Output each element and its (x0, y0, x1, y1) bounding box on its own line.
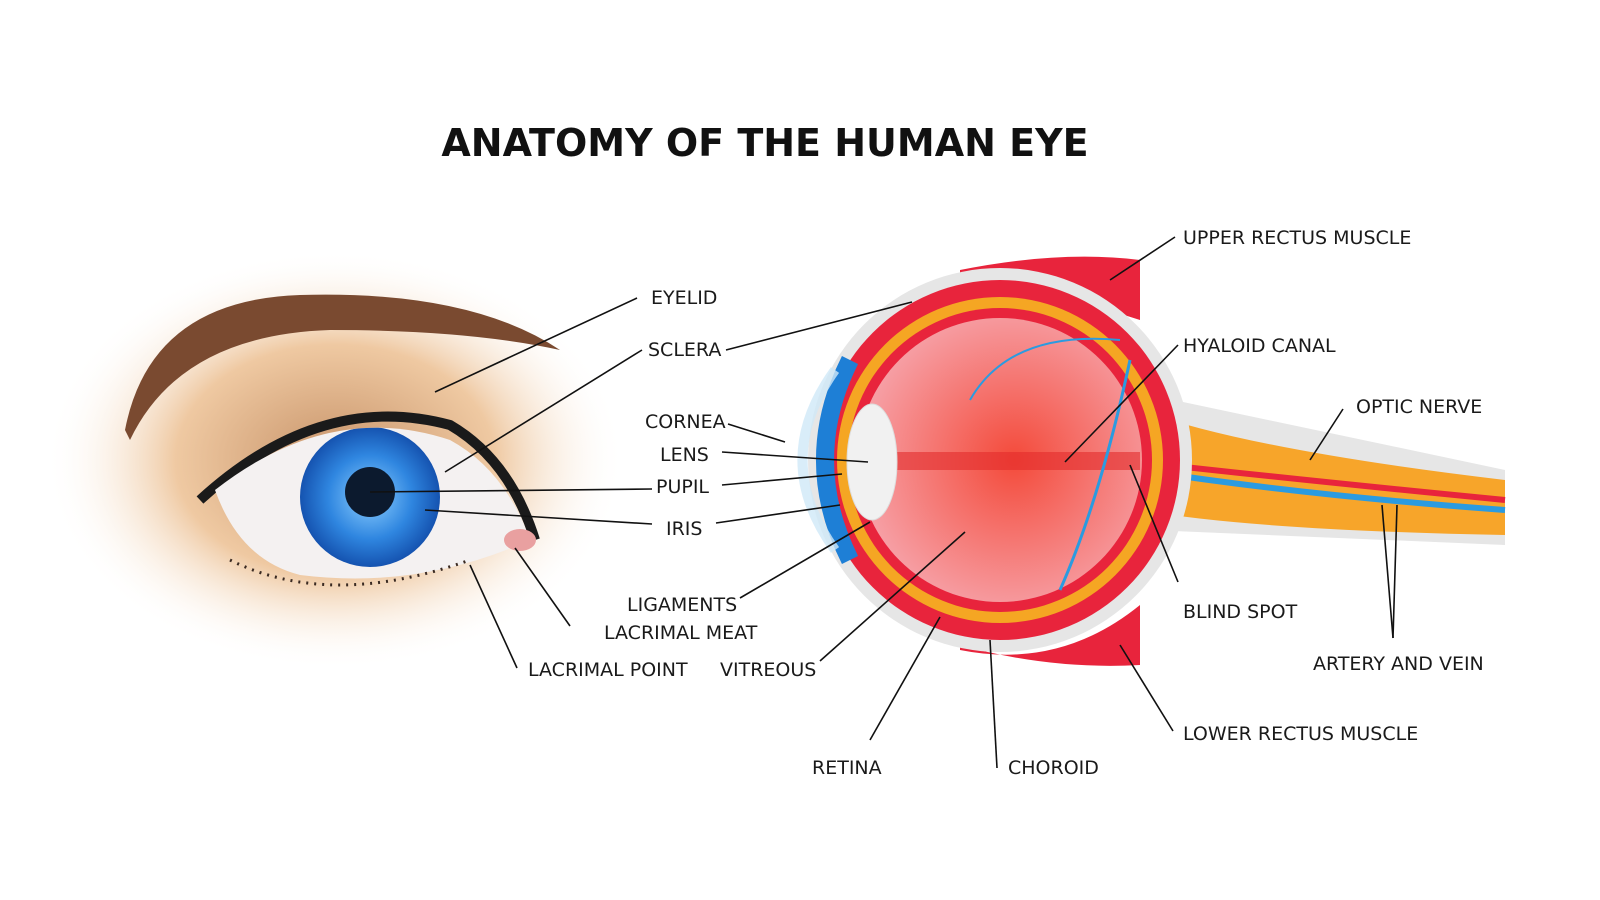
label-hyaloid-canal: HYALOID CANAL (1183, 335, 1336, 357)
lower-rectus-muscle (960, 605, 1140, 666)
page-title: ANATOMY OF THE HUMAN EYE (441, 121, 1088, 165)
lens (846, 403, 898, 521)
label-ligaments: LIGAMENTS (627, 594, 737, 616)
label-upper-rectus-muscle: UPPER RECTUS MUSCLE (1183, 227, 1411, 249)
label-choroid: CHOROID (1008, 757, 1099, 779)
label-lacrimal-point: LACRIMAL POINT (528, 659, 688, 681)
label-cornea: CORNEA (645, 411, 726, 433)
eye-cross-section (797, 256, 1506, 666)
hyaloid-canal (880, 452, 1140, 470)
iris-section (816, 355, 859, 565)
eyebrow (125, 294, 560, 440)
lacrimal-caruncle (504, 529, 536, 551)
label-optic-nerve: OPTIC NERVE (1356, 396, 1482, 418)
label-blind-spot: BLIND SPOT (1183, 601, 1298, 623)
label-sclera: SCLERA (648, 339, 721, 361)
label-iris: IRIS (666, 518, 702, 540)
label-artery-and-vein: ARTERY AND VEIN (1313, 653, 1484, 675)
cornea (797, 367, 840, 553)
label-eyelid: EYELID (651, 287, 717, 309)
label-lower-rectus-muscle: LOWER RECTUS MUSCLE (1183, 723, 1418, 745)
label-vitreous: VITREOUS (720, 659, 816, 681)
label-pupil: PUPIL (656, 476, 709, 498)
leader-lines (369, 236, 1398, 769)
label-lacrimal-meat: LACRIMAL MEAT (604, 622, 758, 644)
label-lens: LENS (660, 444, 709, 466)
front-eye-illustration (45, 250, 625, 670)
label-retina: RETINA (812, 757, 882, 779)
